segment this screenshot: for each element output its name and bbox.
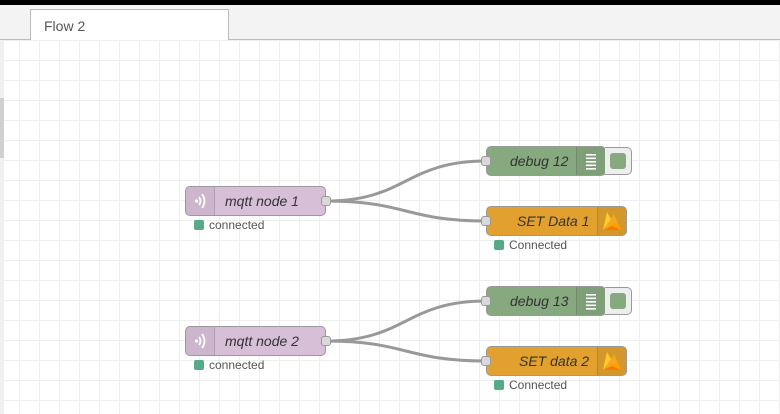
debug-node-13[interactable]: debug 13 — [481, 286, 606, 316]
firebase-set-node-2-label: SET data 2 — [519, 353, 590, 369]
mqtt-node-2[interactable]: mqtt node 2 — [185, 326, 331, 356]
mqtt-node-2-status: connected — [194, 358, 264, 372]
tab-bar: Flow 2 — [0, 5, 780, 41]
debug-list-icon — [576, 287, 605, 315]
debug-list-icon — [576, 147, 605, 175]
top-bar — [0, 0, 780, 5]
mqtt-node-1[interactable]: mqtt node 1 — [185, 186, 331, 216]
firebase-flame-icon — [597, 347, 626, 375]
status-dot-icon — [494, 240, 504, 250]
firebase-set-node-1-input-port[interactable] — [481, 216, 491, 226]
mqtt-wave-icon — [186, 187, 215, 215]
debug-node-13-label: debug 13 — [510, 293, 569, 309]
status-dot-icon — [194, 220, 204, 230]
firebase-flame-icon — [597, 207, 626, 235]
scrollbar-thumb[interactable] — [0, 98, 4, 158]
status-dot-icon — [494, 380, 504, 390]
firebase-set-node-1-status: Connected — [494, 238, 567, 252]
debug-node-12[interactable]: debug 12 — [481, 146, 606, 176]
mqtt-wave-icon — [186, 327, 215, 355]
firebase-set-node-2-status: Connected — [494, 378, 567, 392]
debug-node-13-toggle[interactable] — [605, 287, 632, 315]
mqtt-node-1-status: connected — [194, 218, 264, 232]
flow-workspace[interactable] — [0, 40, 780, 414]
debug-node-12-toggle[interactable] — [605, 147, 632, 175]
firebase-set-node-1[interactable]: SET Data 1 — [481, 206, 627, 236]
debug-toggle-button[interactable] — [610, 293, 626, 309]
mqtt-node-1-output-port[interactable] — [321, 196, 331, 206]
vertical-scrollbar[interactable] — [0, 40, 4, 414]
status-dot-icon — [194, 360, 204, 370]
debug-node-13-input-port[interactable] — [481, 296, 491, 306]
tab-flow-2[interactable]: Flow 2 — [30, 9, 229, 41]
firebase-set-node-1-label: SET Data 1 — [517, 213, 590, 229]
debug-node-12-label: debug 12 — [510, 153, 569, 169]
mqtt-node-2-label: mqtt node 2 — [225, 333, 299, 349]
mqtt-node-1-label: mqtt node 1 — [225, 193, 299, 209]
debug-toggle-button[interactable] — [610, 153, 626, 169]
firebase-set-node-2[interactable]: SET data 2 — [481, 346, 627, 376]
debug-node-12-input-port[interactable] — [481, 156, 491, 166]
firebase-set-node-2-input-port[interactable] — [481, 356, 491, 366]
mqtt-node-2-output-port[interactable] — [321, 336, 331, 346]
